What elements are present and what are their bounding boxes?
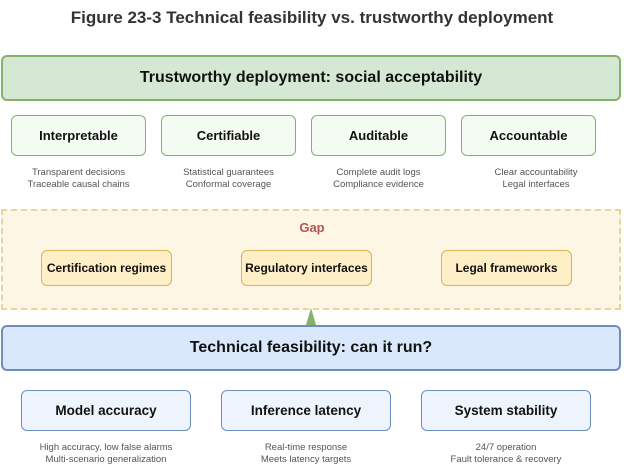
gap-label: Gap — [299, 220, 325, 235]
interpretable-box: Interpretable — [11, 115, 146, 156]
description-line: Fault tolerance & recovery — [450, 454, 562, 465]
inference-latency-box: Inference latency — [221, 390, 391, 431]
auditable-box: Auditable — [311, 115, 446, 156]
description-line: Conformal coverage — [185, 179, 272, 190]
description-line: Real-time response — [264, 442, 348, 453]
model-accuracy-box: Model accuracy — [21, 390, 191, 431]
figure-title: Figure 23-3 Technical feasibility vs. tr… — [70, 8, 554, 27]
accountable-description: Clear accountability Legal interfaces — [461, 167, 611, 191]
description-line: Clear accountability — [494, 167, 578, 178]
certifiable-box: Certifiable — [161, 115, 296, 156]
arrow-up-icon — [306, 308, 316, 325]
description-line: Transparent decisions — [31, 167, 126, 178]
description-line: High accuracy, low false alarms — [39, 442, 173, 453]
description-line: Statistical guarantees — [183, 167, 274, 178]
model-accuracy-description: High accuracy, low false alarms Multi-sc… — [21, 442, 191, 466]
trustworthy-deployment-band: Trustworthy deployment: social acceptabi… — [1, 55, 621, 101]
system-stability-box: System stability — [421, 390, 591, 431]
description-line: 24/7 operation — [475, 442, 537, 453]
description-line: Meets latency targets — [260, 454, 352, 465]
accountable-box: Accountable — [461, 115, 596, 156]
inference-latency-description: Real-time response Meets latency targets — [221, 442, 391, 466]
legal-frameworks-box: Legal frameworks — [441, 250, 572, 286]
description-line: Multi-scenario generalization — [45, 454, 167, 465]
technical-feasibility-band: Technical feasibility: can it run? — [1, 325, 621, 371]
system-stability-description: 24/7 operation Fault tolerance & recover… — [421, 442, 591, 466]
certification-regimes-box: Certification regimes — [41, 250, 172, 286]
regulatory-interfaces-box: Regulatory interfaces — [241, 250, 372, 286]
description-line: Legal interfaces — [502, 179, 570, 190]
certifiable-description: Statistical guarantees Conformal coverag… — [161, 167, 296, 191]
interpretable-description: Transparent decisions Traceable causal c… — [11, 167, 146, 191]
description-line: Complete audit logs — [336, 167, 421, 178]
description-line: Traceable causal chains — [27, 179, 130, 190]
auditable-description: Complete audit logs Compliance evidence — [311, 167, 446, 191]
description-line: Compliance evidence — [333, 179, 424, 190]
